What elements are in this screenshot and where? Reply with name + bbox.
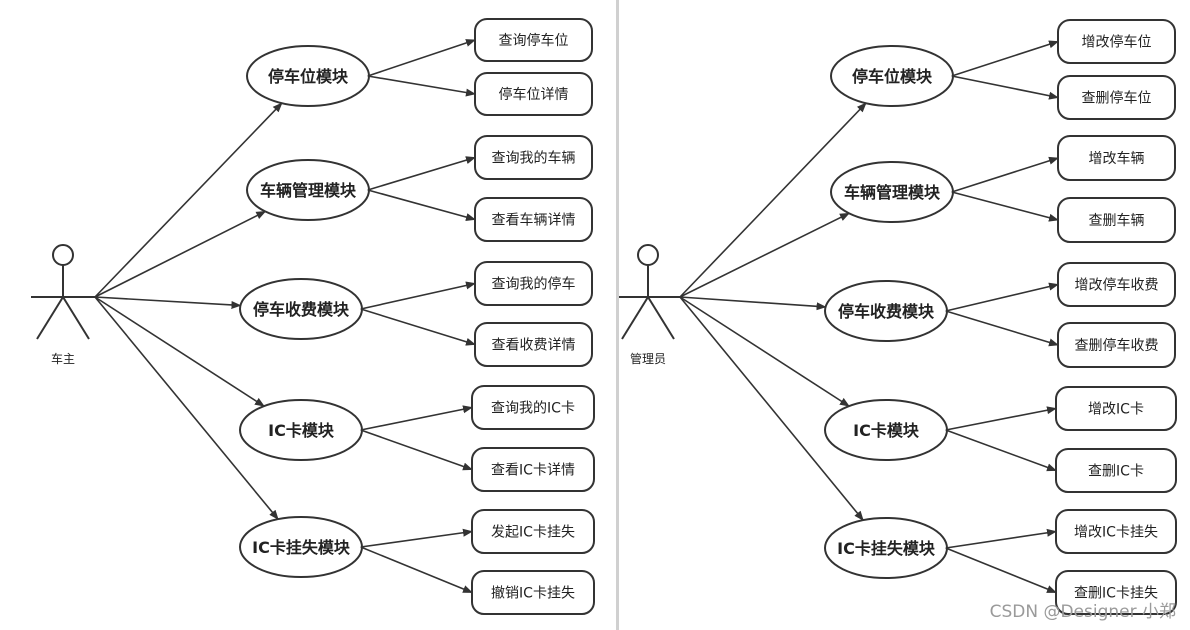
- use-case-label: 发起IC卡挂失: [491, 525, 575, 541]
- module-node: 车辆管理模块: [830, 161, 954, 223]
- module-to-case-arrow: [360, 546, 473, 594]
- use-case-label: 撤销IC卡挂失: [491, 586, 575, 602]
- use-case-box: 查删停车位: [1057, 75, 1176, 120]
- use-case-label: 增改IC卡挂失: [1074, 525, 1158, 541]
- module-node: 停车收费模块: [239, 278, 363, 340]
- module-to-case-arrow: [945, 528, 1057, 549]
- use-case-label: 查询我的IC卡: [491, 401, 575, 417]
- module-label: IC卡模块: [853, 421, 920, 440]
- module-to-case-arrow: [951, 75, 1059, 100]
- use-case-label: 增改停车收费: [1075, 277, 1159, 294]
- module-to-case-arrow: [945, 429, 1057, 472]
- use-case-box: 撤销IC卡挂失: [471, 570, 595, 615]
- use-case-label: 查看车辆详情: [492, 212, 576, 229]
- use-case-label: 查删IC卡: [1088, 464, 1144, 480]
- use-case-label: 查询我的车辆: [492, 150, 576, 167]
- use-case-label: 增改停车位: [1082, 34, 1152, 51]
- use-case-label: 查删停车位: [1082, 90, 1152, 107]
- use-case-box: 增改IC卡挂失: [1055, 509, 1177, 554]
- module-node: IC卡挂失模块: [239, 516, 363, 578]
- actor-figure: 管理员: [616, 244, 680, 366]
- right-diagram: 管理员停车位模块增改停车位查删停车位车辆管理模块增改车辆查删车辆停车收费模块增改…: [616, 19, 1177, 615]
- use-case-box: 停车位详情: [474, 72, 593, 116]
- use-case-label: 增改IC卡: [1088, 402, 1144, 418]
- module-node: 停车位模块: [246, 45, 370, 107]
- watermark: CSDN @Designer 小郑: [989, 602, 1176, 622]
- actor-to-module-arrow: [679, 102, 867, 298]
- use-case-box: 查删IC卡: [1055, 448, 1177, 493]
- actor-to-module-arrow: [94, 102, 283, 298]
- actor-label: 管理员: [630, 351, 666, 366]
- actor-to-module-arrow: [679, 212, 850, 298]
- module-label: 停车位模块: [852, 67, 933, 86]
- module-node: IC卡模块: [239, 399, 363, 461]
- module-to-case-arrow: [951, 156, 1059, 193]
- module-to-case-arrow: [951, 40, 1059, 77]
- use-case-label: 查询停车位: [499, 32, 569, 49]
- module-node: 车辆管理模块: [246, 159, 370, 221]
- actor-to-module-arrow: [94, 296, 279, 520]
- use-case-box: 查询我的车辆: [474, 135, 593, 180]
- module-to-case-arrow: [367, 156, 476, 191]
- module-to-case-arrow: [367, 189, 476, 221]
- use-case-box: 查询我的停车: [474, 261, 593, 306]
- actor-to-module-arrow: [679, 296, 850, 407]
- use-case-label: 查删IC卡挂失: [1074, 586, 1158, 602]
- module-label: 停车收费模块: [253, 300, 350, 319]
- module-node: IC卡模块: [824, 399, 948, 461]
- use-case-label: 查询我的停车: [492, 276, 576, 293]
- module-node: 停车位模块: [830, 45, 954, 107]
- use-case-box: 查看收费详情: [474, 322, 593, 367]
- use-case-box: 增改车辆: [1057, 135, 1176, 181]
- use-case-box: 增改IC卡: [1055, 386, 1177, 431]
- module-to-case-arrow: [360, 281, 476, 310]
- actor-to-module-arrow: [94, 210, 267, 298]
- use-case-box: 查删IC卡挂失: [1055, 570, 1177, 615]
- panel-divider: [616, 0, 619, 630]
- actor-to-module-arrow: [679, 296, 827, 311]
- actor-to-module-arrow: [94, 296, 242, 309]
- module-to-case-arrow: [945, 406, 1057, 431]
- module-label: IC卡模块: [268, 421, 335, 440]
- use-case-label: 查看IC卡详情: [491, 463, 575, 479]
- use-case-box: 查看IC卡详情: [471, 447, 595, 492]
- use-case-label: 查看收费详情: [492, 338, 576, 354]
- module-label: 车辆管理模块: [844, 183, 941, 202]
- use-case-box: 查删停车收费: [1057, 322, 1176, 368]
- actor-to-module-arrow: [679, 296, 864, 521]
- use-case-label: 查删停车收费: [1075, 337, 1159, 354]
- module-to-case-arrow: [360, 429, 473, 471]
- use-case-label: 查删车辆: [1089, 212, 1145, 229]
- module-to-case-arrow: [951, 191, 1059, 222]
- use-case-box: 发起IC卡挂失: [471, 509, 595, 554]
- module-to-case-arrow: [945, 547, 1057, 594]
- module-to-case-arrow: [360, 308, 476, 346]
- module-to-case-arrow: [360, 405, 473, 431]
- module-label: IC卡挂失模块: [837, 539, 936, 558]
- module-node: IC卡挂失模块: [824, 517, 948, 579]
- use-case-label: 增改车辆: [1089, 150, 1145, 167]
- use-case-box: 查询停车位: [474, 18, 593, 62]
- module-to-case-arrow: [945, 282, 1059, 312]
- module-to-case-arrow: [360, 528, 473, 548]
- use-case-label: 停车位详情: [499, 86, 569, 103]
- module-label: 车辆管理模块: [260, 181, 357, 200]
- use-case-box: 查询我的IC卡: [471, 385, 595, 430]
- module-to-case-arrow: [945, 310, 1059, 347]
- module-label: 停车收费模块: [838, 302, 935, 321]
- actor-label: 车主: [51, 351, 75, 366]
- use-case-box: 增改停车收费: [1057, 262, 1176, 307]
- module-to-case-arrow: [367, 75, 476, 97]
- use-case-box: 查看车辆详情: [474, 197, 593, 242]
- actor-figure: 车主: [31, 244, 95, 366]
- module-label: 停车位模块: [268, 67, 349, 86]
- module-label: IC卡挂失模块: [252, 538, 351, 557]
- use-case-box: 增改停车位: [1057, 19, 1176, 64]
- module-node: 停车收费模块: [824, 280, 948, 342]
- actor-to-module-arrow: [94, 296, 265, 407]
- use-case-box: 查删车辆: [1057, 197, 1176, 243]
- module-to-case-arrow: [367, 39, 476, 77]
